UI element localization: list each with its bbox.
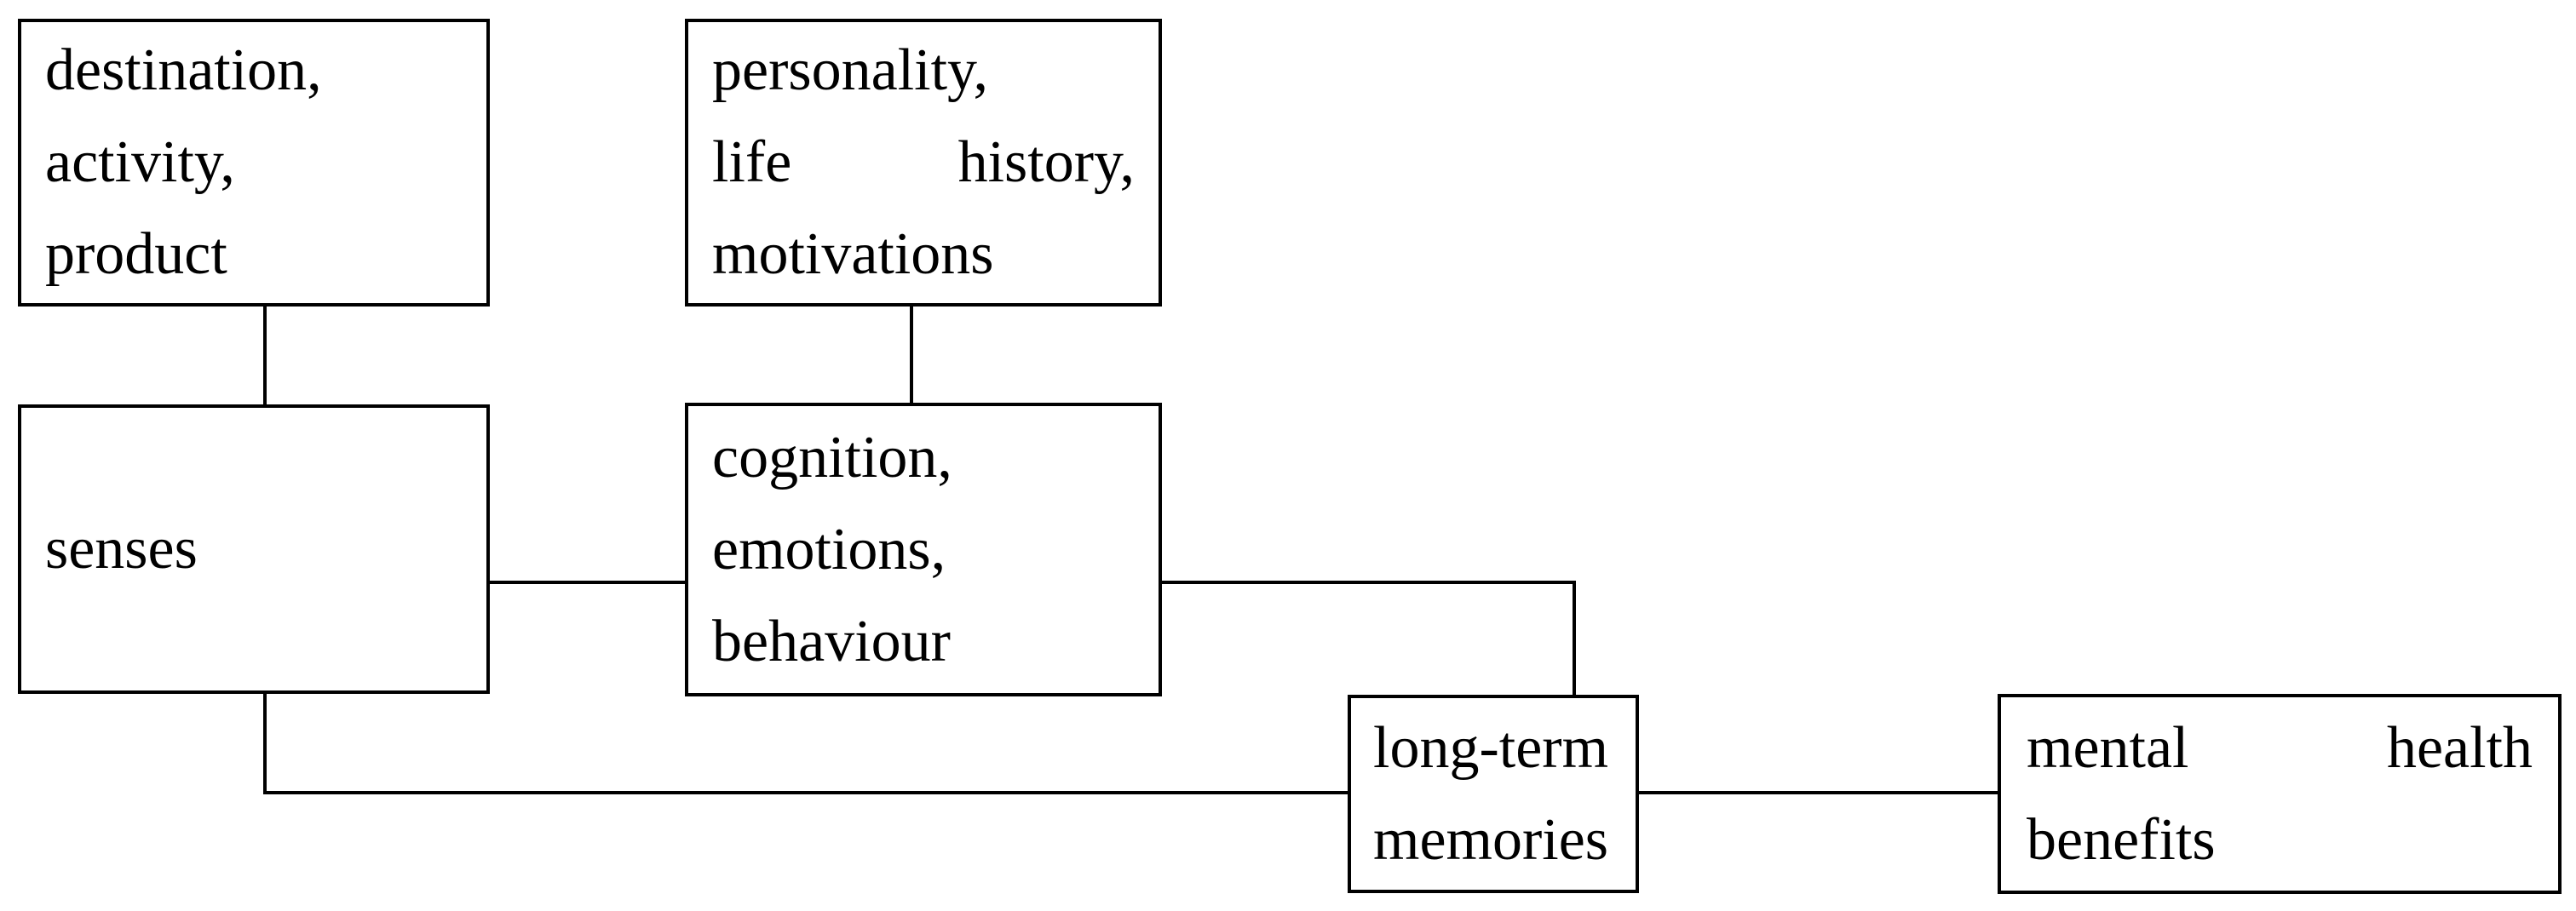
connector-senses-to-memories-horizontal [263, 791, 1351, 794]
connector-senses-to-memories-vertical [263, 692, 267, 793]
box-text-line: product [45, 221, 227, 287]
connector-destination-to-senses [263, 307, 267, 404]
box-mental-health-benefits: mental health benefits [1998, 694, 2562, 894]
box-text-line: activity, [45, 129, 235, 195]
connector-cognition-to-memories-horizontal [1160, 581, 1576, 584]
box-personality-life-history-motivations: personality, life history, motivations [685, 19, 1162, 307]
connector-personality-to-cognition [910, 307, 913, 404]
connector-senses-to-cognition [488, 581, 687, 584]
box-text-line: senses [45, 516, 198, 582]
box-long-term-memories: long-term memories [1348, 695, 1639, 893]
box-text-line: emotions, [712, 516, 946, 582]
box-destination-activity-product: destination, activity, product [18, 19, 490, 307]
connector-cognition-to-memories-vertical [1573, 581, 1576, 696]
box-cognition-emotions-behaviour: cognition, emotions, behaviour [685, 403, 1162, 696]
box-text-line: memories [1373, 806, 1609, 873]
box-text-line: behaviour [712, 608, 951, 674]
box-text-line: mental health [2027, 714, 2533, 781]
box-text-line: motivations [712, 221, 994, 287]
box-text-line: personality, [712, 37, 988, 103]
box-text-line: long-term [1373, 714, 1609, 781]
box-text-line: benefits [2027, 806, 2216, 873]
box-senses: senses [18, 404, 490, 694]
box-text-line: destination, [45, 37, 322, 103]
connector-memories-to-benefits [1639, 791, 1999, 794]
box-text-line: cognition, [712, 424, 952, 490]
box-text-line: life history, [712, 129, 1135, 195]
